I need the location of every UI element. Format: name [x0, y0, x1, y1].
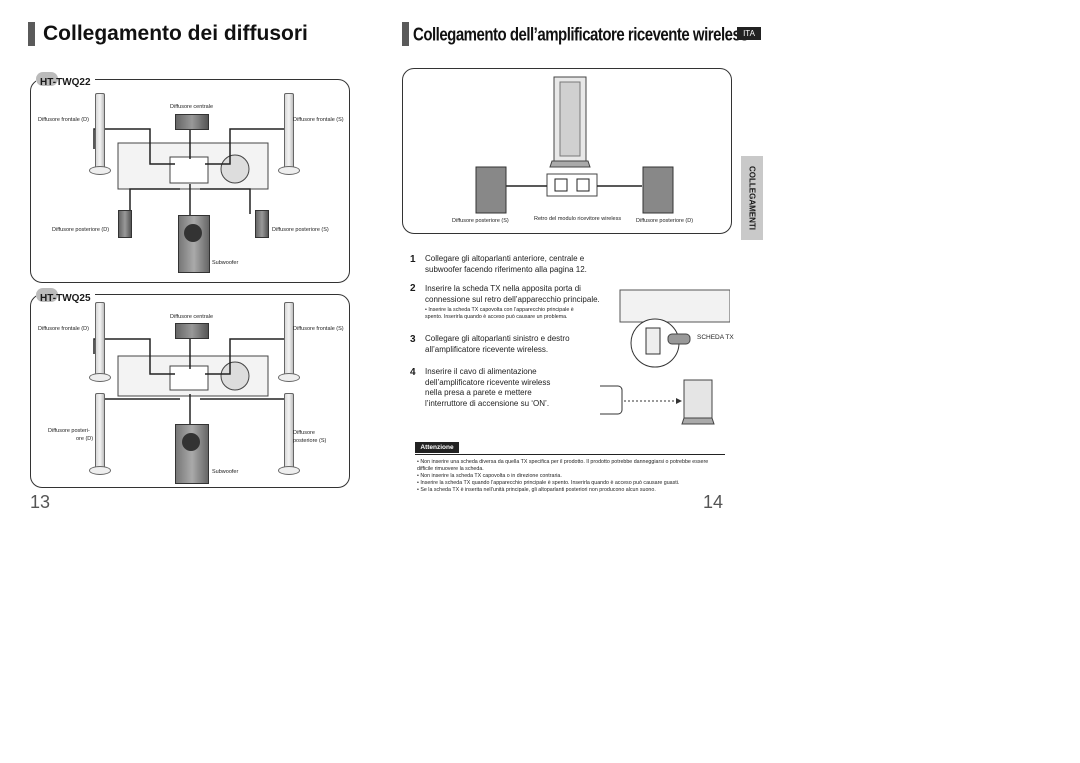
step-4-text: Inserire il cavo di alimentazione dell’a…	[425, 367, 550, 409]
label-center-2: Diffusore centrale	[170, 314, 214, 320]
label-rear-d-1: Diffusore posteriore (D)	[52, 227, 110, 233]
step-2-bullet-1: • Inserire la scheda TX capovolta con l’…	[425, 307, 574, 313]
label-rear-s-2b: posteriore (S)	[293, 438, 327, 444]
step-1-line-2: subwoofer facendo riferimento alla pagin…	[425, 264, 587, 274]
rear-speaker-right-1	[255, 210, 269, 238]
step-1-text: Collegare gli altoparlanti anteriore, ce…	[425, 254, 587, 275]
label-sub-2: Subwoofer	[212, 469, 239, 475]
step-2-line-2: connessione sul retro dell’apparecchio p…	[425, 294, 600, 304]
model-label-twq22: HT-TWQ22	[40, 77, 91, 88]
tx-card-illustration	[600, 289, 730, 425]
rear-speaker-left-base-2	[89, 466, 111, 475]
subwoofer-driver-1	[184, 224, 202, 242]
label-rear-d-wireless: Diffusore posteriore (D)	[636, 218, 694, 224]
label-center-1: Diffusore centrale	[170, 104, 214, 110]
right-title-bar	[402, 22, 409, 46]
label-rear-s-2a: Diffusore	[293, 430, 315, 436]
model-badge-twq25: HT-TWQ25	[36, 288, 95, 306]
attention-note-1: • Non inserire una scheda diversa da que…	[417, 459, 709, 465]
label-sub-1: Subwoofer	[212, 260, 239, 266]
label-front-d-1: Diffusore frontale (D)	[38, 117, 89, 123]
center-speaker-2	[175, 323, 209, 339]
step-2-text: Inserire la scheda TX nella apposita por…	[425, 284, 600, 305]
step-4-line-3: nella presa a parete e mettere	[425, 388, 532, 397]
left-page-title: Collegamento dei diffusori	[43, 22, 308, 45]
step-3-line-2: all’amplificatore ricevente wireless.	[425, 344, 549, 354]
step-1-line-1: Collegare gli altoparlanti anteriore, ce…	[425, 254, 585, 263]
attention-notes: • Non inserire una scheda diversa da que…	[417, 459, 708, 494]
step-2-bullet: • Inserire la scheda TX capovolta con l’…	[425, 307, 574, 321]
right-page-number: 14	[703, 492, 724, 512]
rear-speaker-right-base-2	[278, 466, 300, 475]
scheda-tx-label: SCHEDA TX	[697, 334, 734, 341]
attention-note-2: • Non inserire la scheda TX capovolta o …	[417, 473, 562, 479]
model-label-twq25: HT-TWQ25	[40, 293, 91, 304]
label-rear-s-wireless: Diffusore posteriore (S)	[452, 218, 509, 224]
center-speaker-1	[175, 114, 209, 130]
attention-header: Attenzione	[415, 442, 459, 453]
step-1-number: 1	[410, 254, 416, 265]
rear-speaker-left-2	[95, 393, 105, 469]
step-2-number: 2	[410, 283, 416, 294]
step-4-line-4: l’interruttore di accensione su ‘ON’.	[425, 398, 550, 408]
step-3-text: Collegare gli altoparlanti sinistro e de…	[425, 334, 570, 355]
diagram2-drawing	[93, 334, 289, 424]
attention-note-4: • Se la scheda TX è inserita nell’unità …	[417, 487, 656, 493]
step-2-bullet-2: spento. Inserirla quando è acceso può ca…	[425, 314, 568, 320]
label-front-d-2: Diffusore frontale (D)	[38, 326, 89, 332]
label-rear-d-2a: Diffusore posteri-	[48, 428, 90, 434]
step-3-number: 3	[410, 334, 416, 345]
step-4-line-1: Inserire il cavo di alimentazione	[425, 367, 537, 376]
front-speaker-right-2	[284, 302, 294, 376]
rear-speaker-left-1	[118, 210, 132, 238]
right-page-title: Collegamento dell’amplificatore ricevent…	[413, 24, 749, 46]
left-page-number: 13	[30, 492, 51, 512]
front-speaker-left-base-1	[89, 166, 111, 175]
label-module-back: Retro del modulo ricevitore wireless	[534, 216, 622, 222]
label-rear-d-2b: ore (D)	[76, 436, 94, 442]
step-4-number: 4	[410, 367, 416, 378]
front-speaker-left-2	[95, 302, 105, 376]
attention-note-1-cont: difficile rimuovere la scheda.	[417, 466, 484, 472]
diagram1-drawing	[93, 124, 286, 219]
side-tab-collegamenti: COLLEGAMENTI	[741, 156, 763, 240]
subwoofer-driver-2	[182, 433, 200, 451]
wireless-diagram-drawing	[475, 76, 674, 214]
front-speaker-right-base-2	[278, 373, 300, 382]
language-badge: ITA	[737, 27, 761, 40]
attention-rule	[415, 454, 725, 455]
label-front-s-1: Diffusore frontale (S)	[293, 117, 344, 123]
attention-note-3: • Inserire la scheda TX quando l’apparec…	[417, 480, 680, 486]
step-3-line-1: Collegare gli altoparlanti sinistro e de…	[425, 334, 570, 343]
step-4-line-2: dell’amplificatore ricevente wireless	[425, 377, 551, 387]
front-speaker-right-base-1	[278, 166, 300, 175]
model-badge-twq22: HT-TWQ22	[36, 72, 95, 90]
label-front-s-2: Diffusore frontale (S)	[293, 326, 344, 332]
side-tab-label: COLLEGAMENTI	[747, 166, 757, 230]
front-speaker-right-1	[284, 93, 294, 169]
step-2-line-1: Inserire la scheda TX nella apposita por…	[425, 284, 581, 293]
left-title-bar	[28, 22, 35, 46]
label-rear-s-1: Diffusore posteriore (S)	[272, 227, 329, 233]
front-speaker-left-base-2	[89, 373, 111, 382]
front-speaker-left-1	[95, 93, 105, 169]
